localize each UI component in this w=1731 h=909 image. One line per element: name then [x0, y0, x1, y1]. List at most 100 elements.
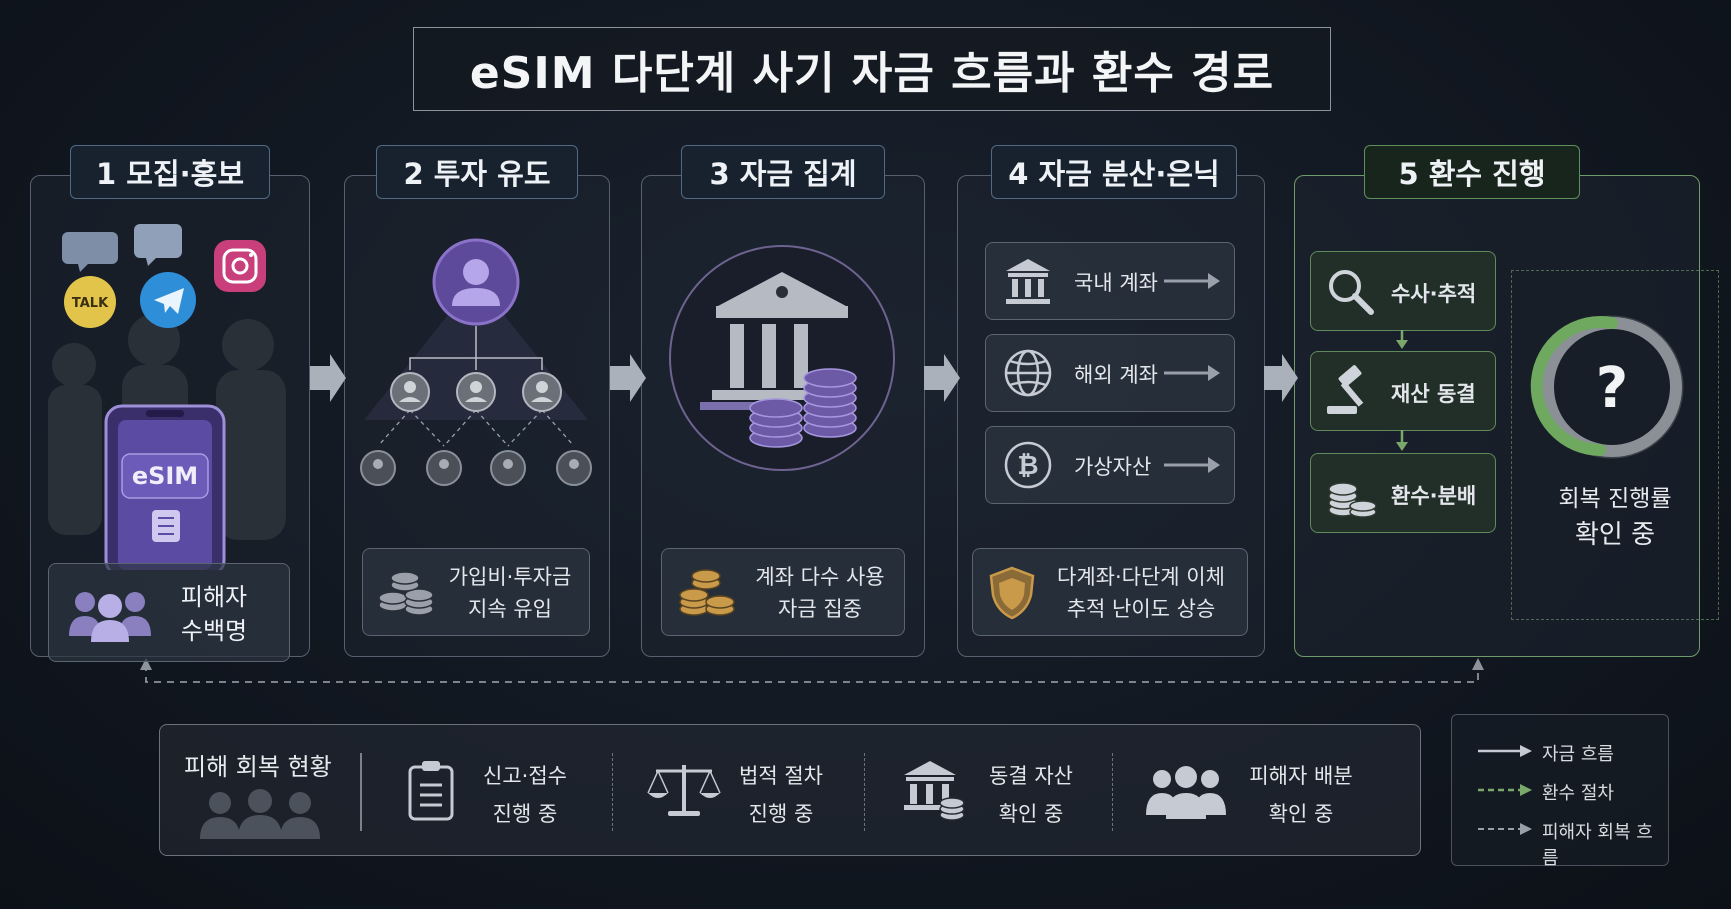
step3-note-box: 계좌 다수 사용 자금 집중	[661, 548, 905, 636]
bank-illustration	[669, 245, 895, 471]
arrow-3-4	[924, 354, 960, 402]
action-investigation: 수사·추적	[1310, 251, 1496, 331]
gold-coins-icon	[679, 569, 735, 616]
recovery-item-legal-line2: 진행 중	[748, 802, 814, 826]
step1-tab: 1 모집·홍보	[70, 145, 270, 199]
legend-fund-flow: 자금 흐름	[1542, 744, 1614, 765]
step5-label: 5 환수 진행	[1398, 157, 1546, 191]
victims-group-icon	[69, 592, 151, 642]
step3-note-line2: 자금 집중	[778, 597, 862, 621]
step4-tab: 4 자금 분산·은닉	[991, 145, 1237, 199]
arrow-right-icon	[1164, 457, 1220, 473]
recovery-progress-area: ? 회복 진행률 확인 중	[1511, 270, 1719, 620]
clipboard-icon	[408, 761, 454, 821]
step4-note: 다계좌·다단계 이체 추적 난이도 상승	[1039, 561, 1243, 625]
pyramid-diagram	[360, 238, 592, 486]
chat-bubble-icon	[134, 224, 182, 258]
arrow-2-3	[610, 354, 646, 402]
step3-tab: 3 자금 집계	[681, 145, 885, 199]
victims-box: 피해자 수백명	[48, 563, 290, 662]
coins-icon	[378, 571, 434, 616]
recovery-item-frozen: 동결 자산 확인 중	[966, 757, 1096, 833]
svg-text:₿: ₿	[1017, 451, 1038, 481]
victim-recovery-path	[145, 664, 1479, 683]
action-investigation-label: 수사·추적	[1391, 282, 1477, 306]
title-box: eSIM 다단계 사기 자금 흐름과 환수 경로	[413, 27, 1331, 111]
frozen-assets-icon	[904, 761, 965, 821]
recovery-item-frozen-line2: 확인 중	[998, 802, 1064, 826]
progress-line2: 확인 중	[1574, 520, 1656, 550]
page-title: eSIM 다단계 사기 자금 흐름과 환수 경로	[469, 48, 1275, 99]
coin-stack-icon	[749, 368, 857, 448]
action-refund: 환수·분배	[1310, 453, 1496, 533]
step2-note: 가입비·투자금 지속 유입	[435, 561, 585, 625]
channel-domestic-label: 국내 계좌	[1074, 271, 1158, 295]
step1-label: 1 모집·홍보	[95, 157, 244, 191]
arrow-1-2	[310, 354, 346, 402]
victims-count: 피해자 수백명	[159, 580, 269, 648]
recovery-item-distribution-line2: 확인 중	[1268, 802, 1334, 826]
recovery-item-report-line1: 신고·접수	[483, 764, 567, 788]
channel-overseas: 해외 계좌	[985, 334, 1235, 412]
step2-note-line1: 가입비·투자금	[448, 565, 572, 589]
arrow-4-5	[1264, 354, 1298, 402]
step2-note-line2: 지속 유입	[468, 597, 552, 621]
step4-note-line2: 추적 난이도 상승	[1066, 597, 1216, 621]
channel-crypto-label: 가상자산	[1074, 455, 1152, 479]
recovery-item-report: 신고·접수 진행 중	[460, 757, 590, 833]
step3-label: 3 자금 집계	[709, 157, 857, 191]
magnifier-icon	[1329, 270, 1374, 315]
bank-icon	[712, 272, 848, 400]
arrow-right-icon	[1164, 365, 1220, 381]
step3-note-line1: 계좌 다수 사용	[755, 565, 885, 589]
recovery-item-distribution: 피해자 배분 확인 중	[1226, 757, 1376, 833]
step5-tab: 5 환수 진행	[1364, 145, 1580, 199]
scales-icon	[647, 765, 721, 816]
action-freeze: 재산 동결	[1310, 351, 1496, 431]
talk-badge: TALK	[72, 296, 109, 311]
instagram-icon	[214, 240, 266, 292]
recovery-item-legal-line1: 법적 절차	[739, 764, 823, 788]
step4-label: 4 자금 분산·은닉	[1008, 157, 1220, 191]
globe-icon	[1004, 349, 1052, 397]
legend-victim-recovery: 피해자 회복 흐름	[1542, 822, 1653, 869]
recovery-title: 피해 회복 현황	[184, 753, 332, 781]
step2-note-box: 가입비·투자금 지속 유입	[362, 548, 590, 636]
esim-label: eSIM	[132, 462, 198, 490]
action-flow-arrow	[1396, 430, 1408, 451]
step4-note-line1: 다계좌·다단계 이체	[1057, 565, 1225, 589]
action-refund-label: 환수·분배	[1391, 484, 1477, 508]
bank-icon	[1006, 259, 1050, 304]
step4-note-box: 다계좌·다단계 이체 추적 난이도 상승	[972, 548, 1248, 636]
gavel-icon	[1327, 365, 1364, 414]
recovery-item-legal: 법적 절차 진행 중	[716, 757, 846, 833]
legend: 자금 흐름 환수 절차 피해자 회복 흐름	[1451, 714, 1669, 869]
progress-gauge: ?	[1530, 315, 1684, 459]
victims-line2: 수백명	[180, 617, 248, 645]
progress-line1: 회복 진행률	[1558, 486, 1672, 512]
legend-solid-arrow	[1478, 745, 1532, 757]
chat-bubble-icon	[62, 232, 118, 264]
legend-gray-dashed-arrow	[1478, 823, 1532, 835]
progress-text: 회복 진행률 확인 중	[1512, 481, 1718, 553]
arrow-right-icon	[1164, 273, 1220, 289]
talk-icon	[64, 276, 116, 328]
channel-overseas-label: 해외 계좌	[1074, 363, 1158, 387]
action-flow-arrow	[1396, 330, 1408, 349]
bitcoin-icon: ₿	[1004, 441, 1052, 489]
step2-label: 2 투자 유도	[403, 157, 551, 191]
member-tier2	[360, 450, 592, 486]
gauge-symbol: ?	[1596, 356, 1628, 421]
recovery-item-report-line2: 진행 중	[492, 802, 558, 826]
action-freeze-label: 재산 동결	[1391, 382, 1476, 406]
recovery-item-distribution-line1: 피해자 배분	[1249, 764, 1353, 788]
legend-green-dashed-arrow	[1478, 784, 1532, 796]
victims-distribution-icon	[1146, 766, 1226, 819]
legend-recovery-procedure: 환수 절차	[1542, 783, 1614, 804]
coins-icon	[1328, 482, 1377, 518]
step2-tab: 2 투자 유도	[376, 145, 578, 199]
recovery-item-frozen-line1: 동결 자산	[989, 764, 1073, 788]
channel-domestic: 국내 계좌	[985, 242, 1235, 320]
shield-icon	[989, 566, 1035, 620]
